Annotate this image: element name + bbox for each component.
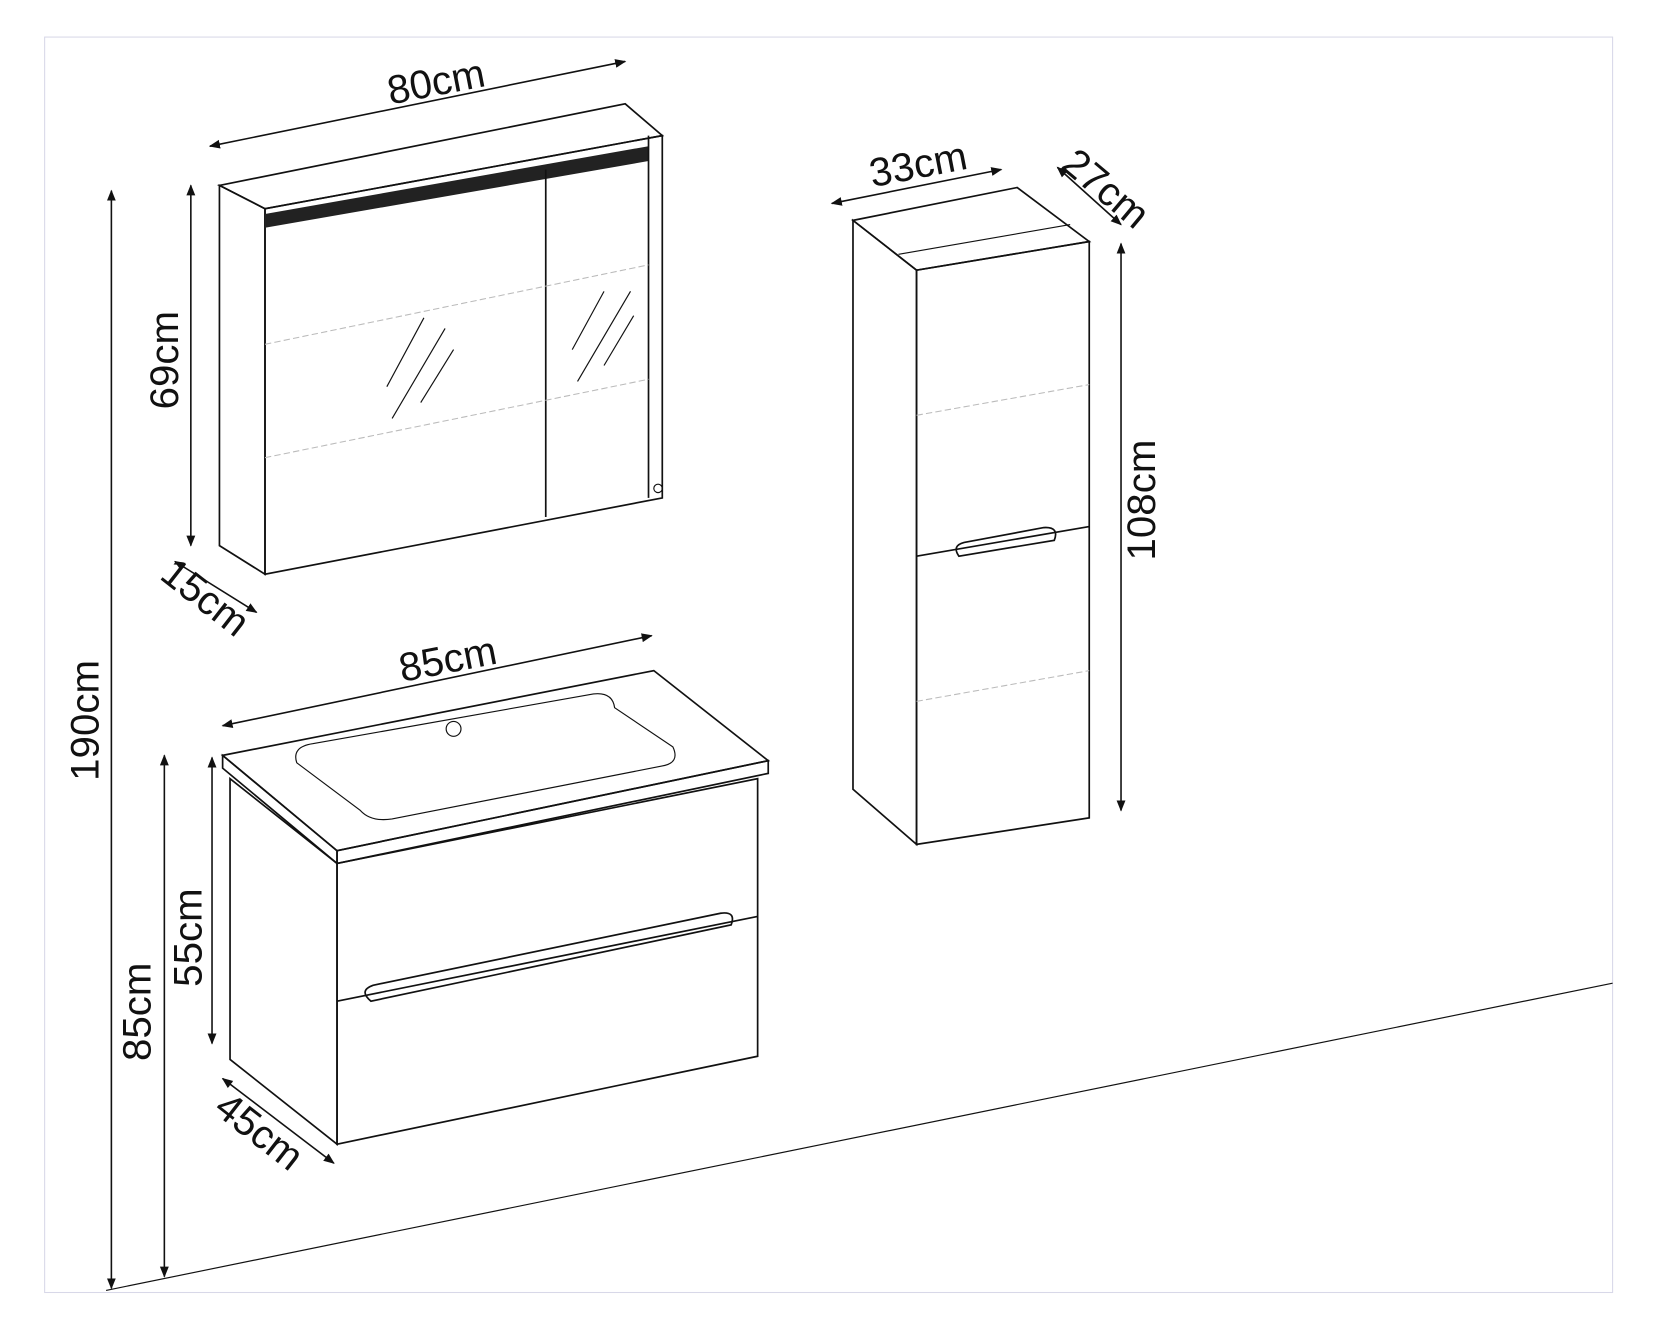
floor-line	[105, 982, 1613, 1291]
led-strip	[264, 146, 649, 228]
frame-border	[44, 36, 1614, 1294]
label-vanity-height: 55cm	[165, 888, 210, 986]
tall-cabinet	[851, 186, 1092, 847]
tap-hole	[445, 720, 462, 737]
label-mirror-width: 80cm	[383, 50, 488, 113]
label-total-height: 190cm	[63, 660, 108, 781]
dimension-lines	[106, 59, 1126, 1290]
mirror-reflection-icon	[386, 291, 635, 419]
vanity-unit	[220, 669, 771, 1146]
drawer-handle	[364, 912, 734, 1003]
label-vanity-mount-height: 85cm	[115, 963, 160, 1061]
label-tall-depth: 27cm	[1054, 140, 1158, 238]
switch-icon	[653, 483, 663, 494]
door-handle	[955, 526, 1057, 558]
label-tall-width: 33cm	[866, 133, 971, 196]
label-vanity-width: 85cm	[395, 628, 500, 691]
label-mirror-depth: 15cm	[153, 549, 258, 645]
label-mirror-height: 69cm	[142, 311, 187, 409]
label-vanity-depth: 45cm	[207, 1083, 312, 1179]
mirror-cabinet	[216, 102, 665, 576]
label-tall-height: 108cm	[1119, 440, 1164, 561]
basin	[295, 693, 676, 821]
